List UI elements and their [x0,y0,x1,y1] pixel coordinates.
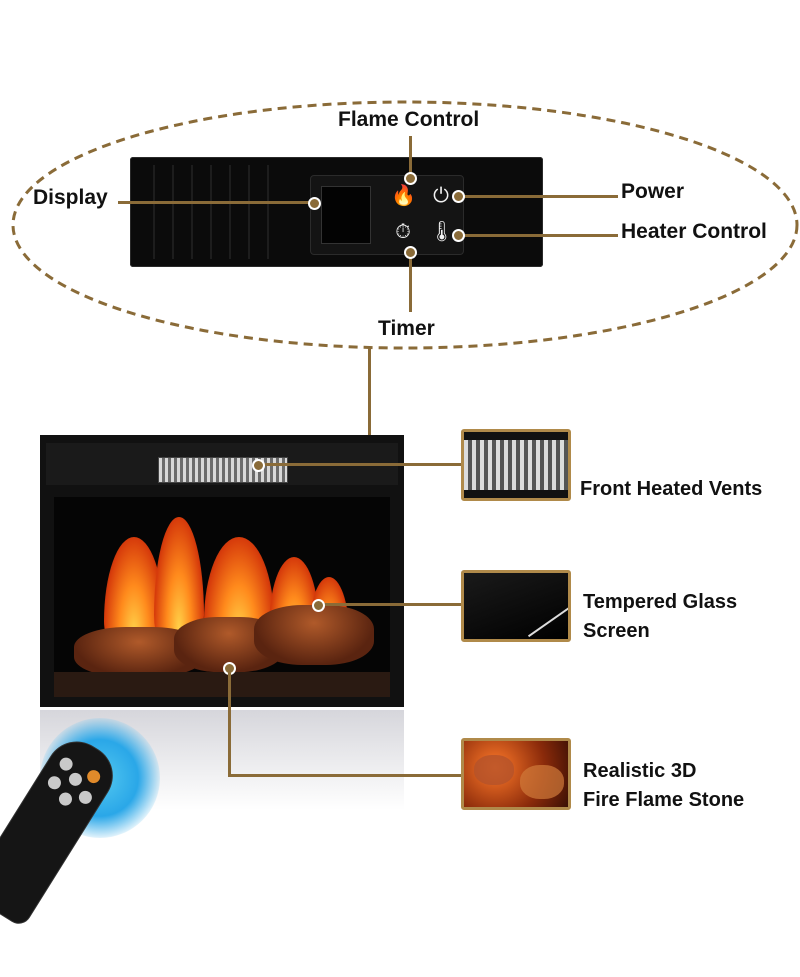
leader-tempered-glass [318,603,462,606]
label-power: Power [621,180,685,203]
label-tempered-glass-line2: Screen [583,620,650,642]
label-display: Display [33,186,108,209]
label-front-heated-vents: Front Heated Vents [580,478,763,500]
label-flame-stone-line2: Fire Flame Stone [583,789,745,811]
panel-vents [136,165,278,259]
label-flame-stone: Realistic 3D Fire Flame Stone [583,757,744,815]
remote-button-5[interactable] [76,788,95,807]
fireplace-insert [40,435,404,707]
remote-button-4[interactable] [56,790,75,809]
leader-flame-stone-vertical [228,668,231,776]
panel-buttons: 🔥 ⏻ ⏱ 🌡 [310,175,464,255]
log-3 [254,605,374,665]
thermometer-icon[interactable]: 🌡 [429,221,455,243]
remote-button-3[interactable] [45,773,64,792]
leader-heater-control [458,234,618,237]
remote-button-1[interactable] [57,755,76,774]
thumbnail-flame-stone [461,738,571,810]
fireplace-ember-bed [54,672,390,697]
remote-button-2[interactable] [66,770,85,789]
dot-tempered-glass [312,599,325,612]
dot-power [452,190,465,203]
fireplace-vent-grill [158,457,288,483]
dot-timer [404,246,417,259]
leader-power [458,195,618,198]
label-flame-control: Flame Control [338,108,480,131]
fireplace-glass [54,497,390,697]
dot-flame-control [404,172,417,185]
callout-oval [11,100,799,350]
thumbnail-front-vents [461,429,571,501]
thumbnail-tempered-glass [461,570,571,642]
label-timer: Timer [378,317,435,340]
display-screen [321,186,371,244]
timer-icon[interactable]: ⏱ [395,221,411,243]
dot-display [308,197,321,210]
leader-display [118,201,312,204]
power-icon[interactable]: ⏻ [433,185,449,207]
dot-front-vents [252,459,265,472]
connector-oval-to-fireplace [368,348,371,450]
leader-flame-control [409,136,412,176]
remote-power-button[interactable] [84,767,103,786]
control-panel-closeup: 🔥 ⏻ ⏱ 🌡 [130,157,543,267]
label-tempered-glass-line1: Tempered Glass [583,591,738,613]
label-heater-control: Heater Control [621,220,767,243]
leader-timer [409,250,412,312]
label-flame-stone-line1: Realistic 3D [583,760,697,782]
dot-heater-control [452,229,465,242]
leader-flame-stone-horizontal [228,774,462,777]
label-tempered-glass: Tempered Glass Screen [583,588,737,646]
flame-icon[interactable]: 🔥 [391,185,416,207]
leader-front-vents [258,463,462,466]
